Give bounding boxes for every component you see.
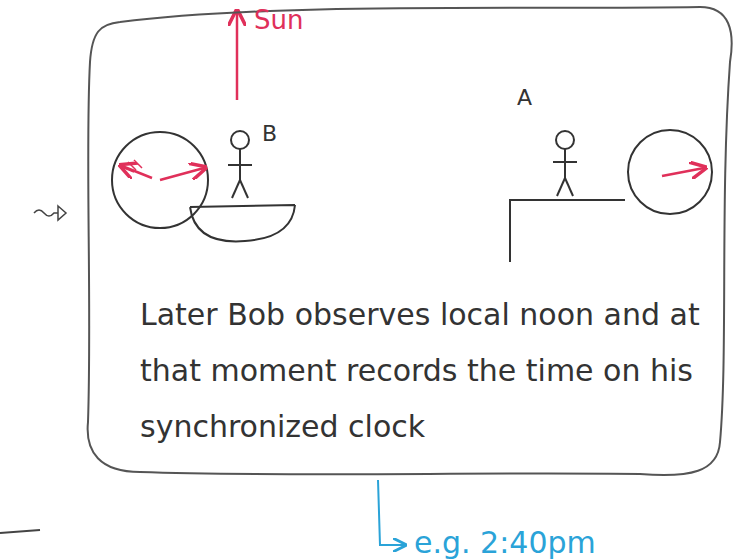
clock-hand [122,166,152,178]
boat [190,205,295,241]
example-note: e.g. 2:40pm [414,526,596,559]
scribble [124,160,142,172]
figure-label: B [262,122,277,146]
clock-face [112,132,208,228]
clock-hand [160,168,204,180]
cloud-shape [80,2,735,480]
side-arrowhead [58,206,66,220]
figure-label: A [517,86,532,110]
note-text: Later Bob observes local noon and at tha… [140,287,705,455]
side-arrow [34,210,58,216]
sun-arrow [236,12,239,100]
pointer-arrow [378,480,404,545]
platform [510,200,625,262]
stick-figure [228,131,252,198]
stick-figure [553,131,577,196]
margin-line [0,530,40,533]
figure-label: Sun [254,6,303,35]
cloud-outline: Later Bob observes local noon and at tha… [80,2,735,480]
clock-face [628,130,712,214]
clock-hand [662,168,704,176]
cloud-border [88,7,732,475]
